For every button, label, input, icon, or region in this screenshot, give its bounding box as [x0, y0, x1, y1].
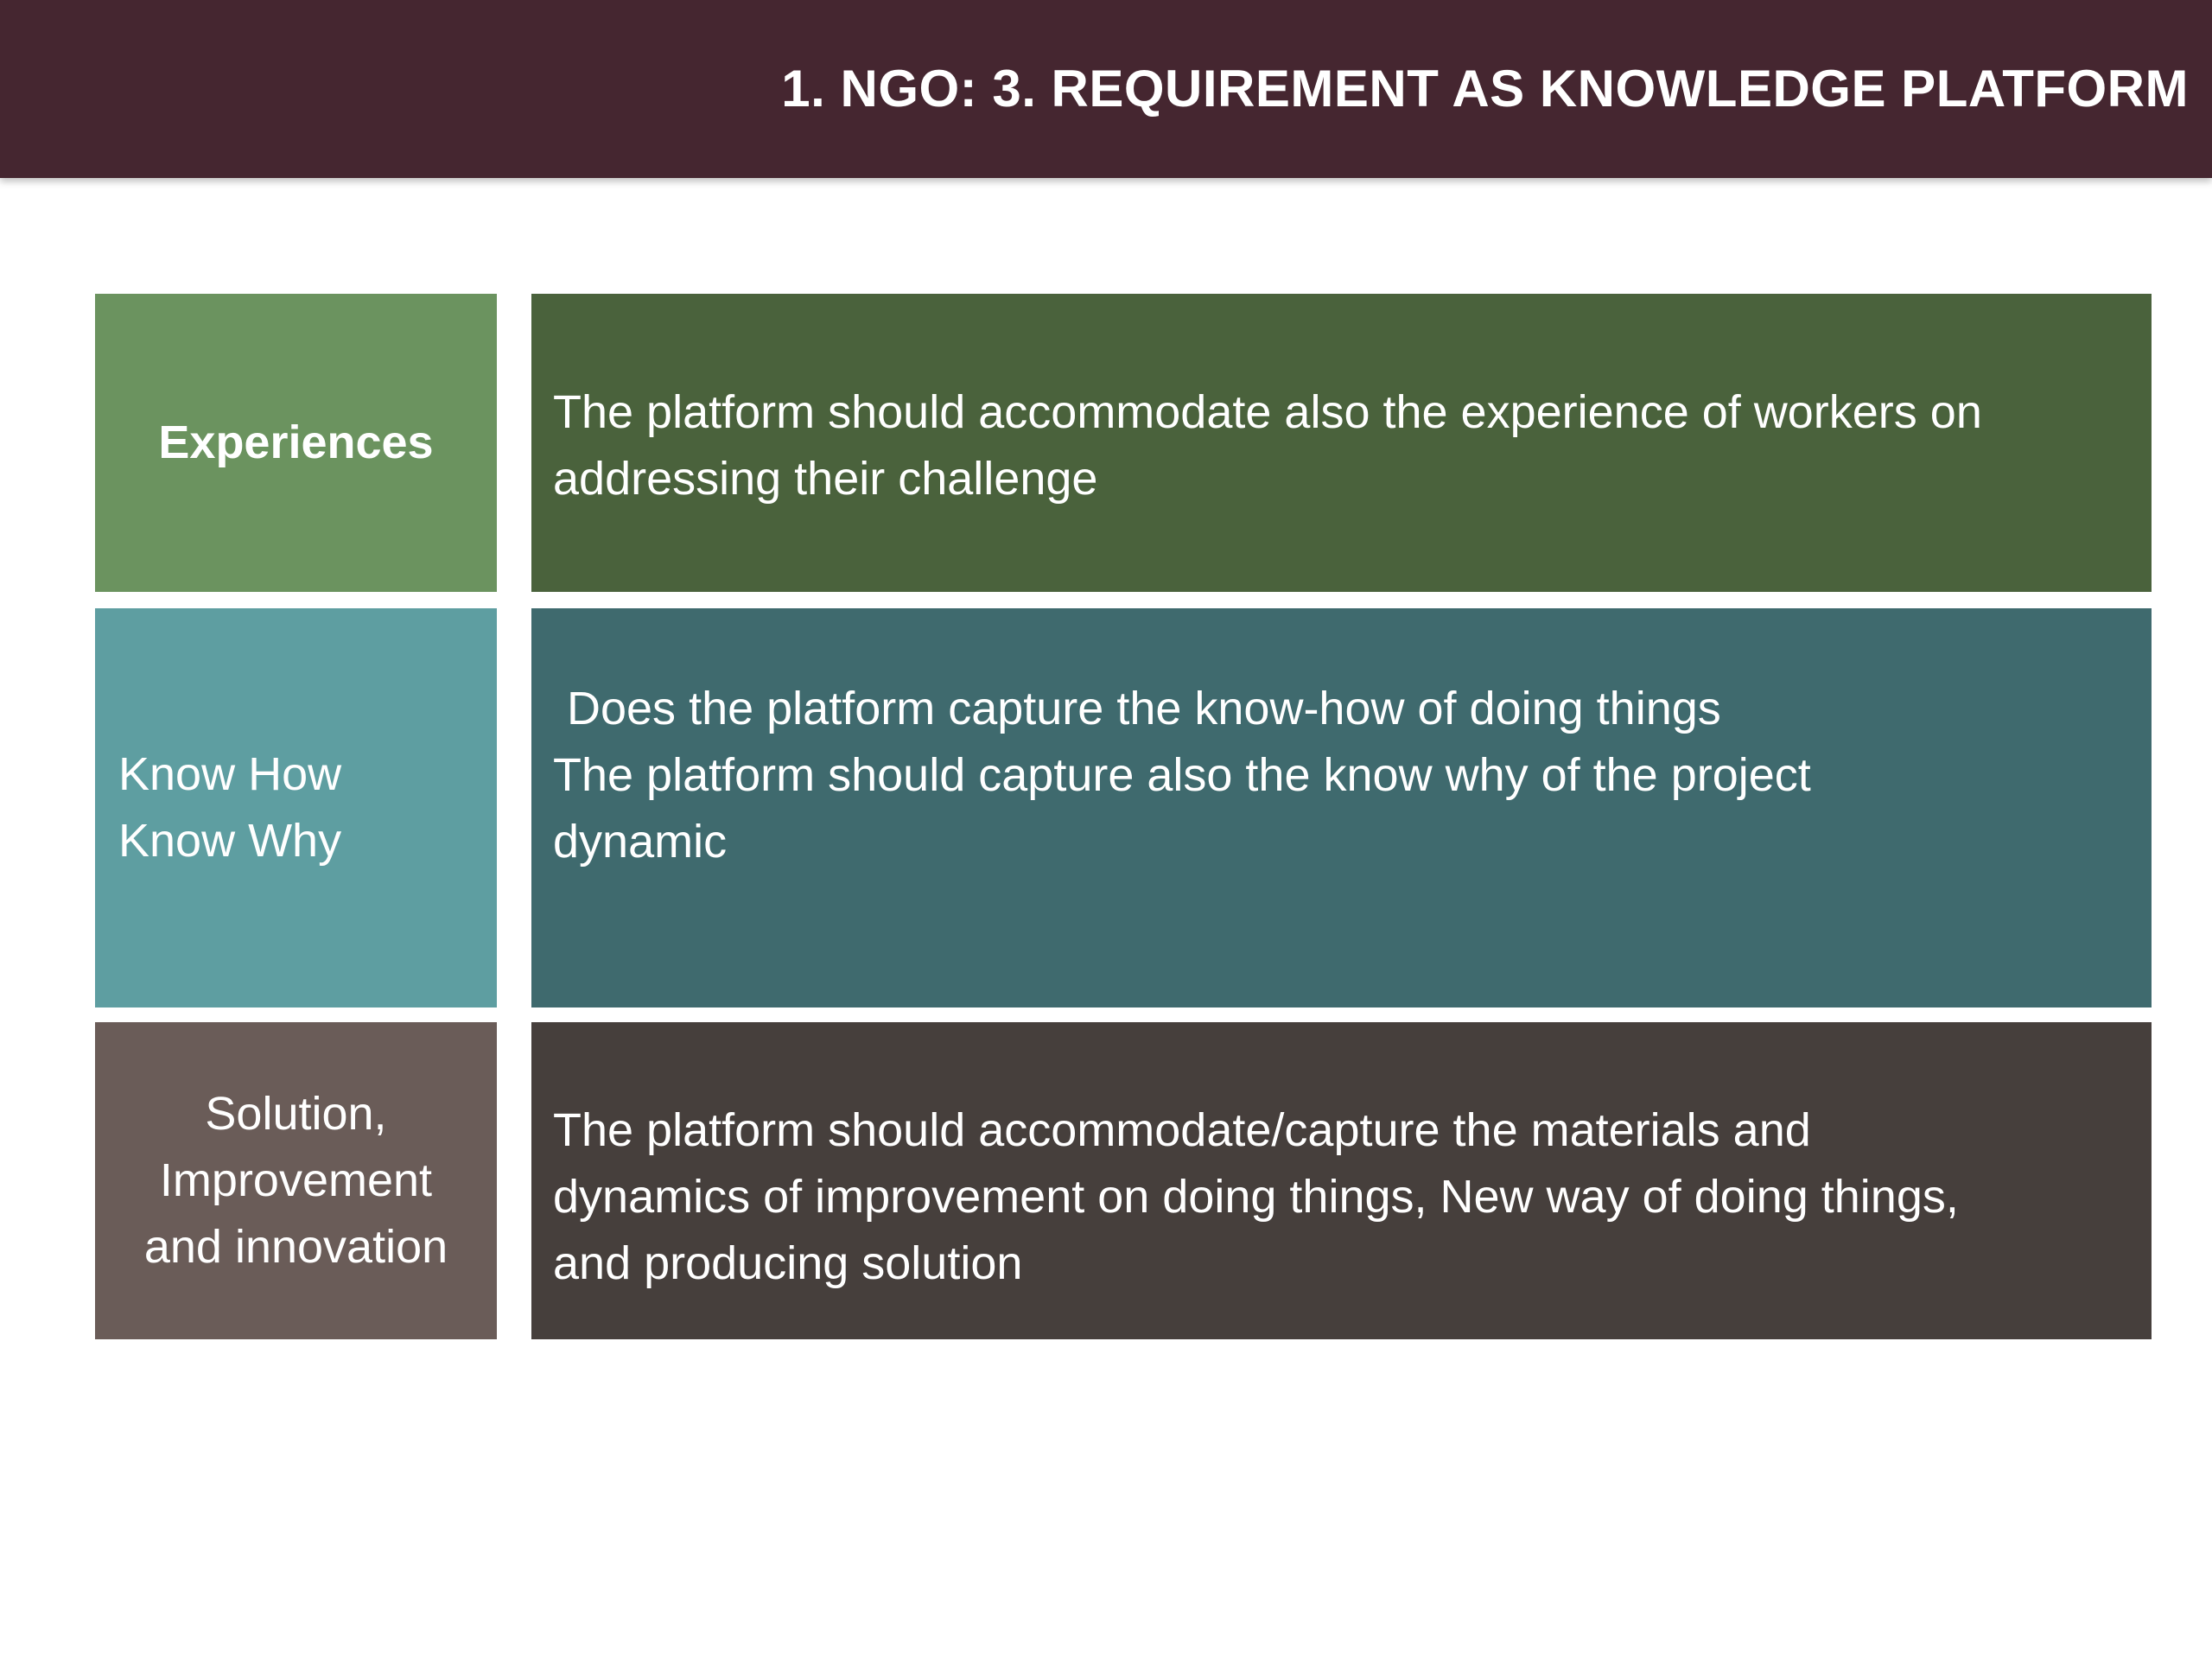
experiences-label: Experiences — [158, 416, 434, 468]
solution-description-line: dynamics of improvement on doing things,… — [553, 1171, 1959, 1223]
solution-label-line: and innovation — [143, 1221, 448, 1273]
solution-description-line: and producing solution — [553, 1237, 1023, 1289]
slide-title: 1. NGO: 3. REQUIREMENT AS KNOWLEDGE PLAT… — [781, 60, 2189, 118]
solution-description-box: The platform should accommodate/capture … — [531, 1022, 2152, 1339]
knowwhy-label-line: Know Why — [118, 815, 342, 867]
knowhow-description-line: dynamic — [553, 816, 728, 868]
solution-label-box: Solution, Improvement and innovation — [95, 1022, 497, 1339]
solution-label-line: Improvement — [159, 1154, 433, 1206]
knowhow-label: Know How Know Why — [118, 741, 341, 874]
knowhow-description-box: Does the platform capture the know-how o… — [531, 608, 2152, 1007]
title-bar: 1. NGO: 3. REQUIREMENT AS KNOWLEDGE PLAT… — [0, 0, 2212, 178]
solution-label-line: Solution, — [205, 1088, 387, 1140]
solution-label: Solution, Improvement and innovation — [144, 1081, 448, 1281]
solution-description-line: The platform should accommodate/capture … — [553, 1104, 1811, 1156]
knowhow-description-line: Does the platform capture the know-how o… — [567, 683, 1721, 734]
experiences-label-box: Experiences — [95, 294, 497, 592]
knowhow-label-box: Know How Know Why — [95, 608, 497, 1007]
knowhow-label-line: Know How — [118, 748, 342, 800]
experiences-description-box: The platform should accommodate also the… — [531, 294, 2152, 592]
experiences-description-line: The platform should accommodate also the… — [553, 386, 1982, 438]
experiences-description-line: addressing their challenge — [553, 453, 1098, 505]
knowhow-description-line: The platform should capture also the kno… — [553, 749, 1811, 801]
